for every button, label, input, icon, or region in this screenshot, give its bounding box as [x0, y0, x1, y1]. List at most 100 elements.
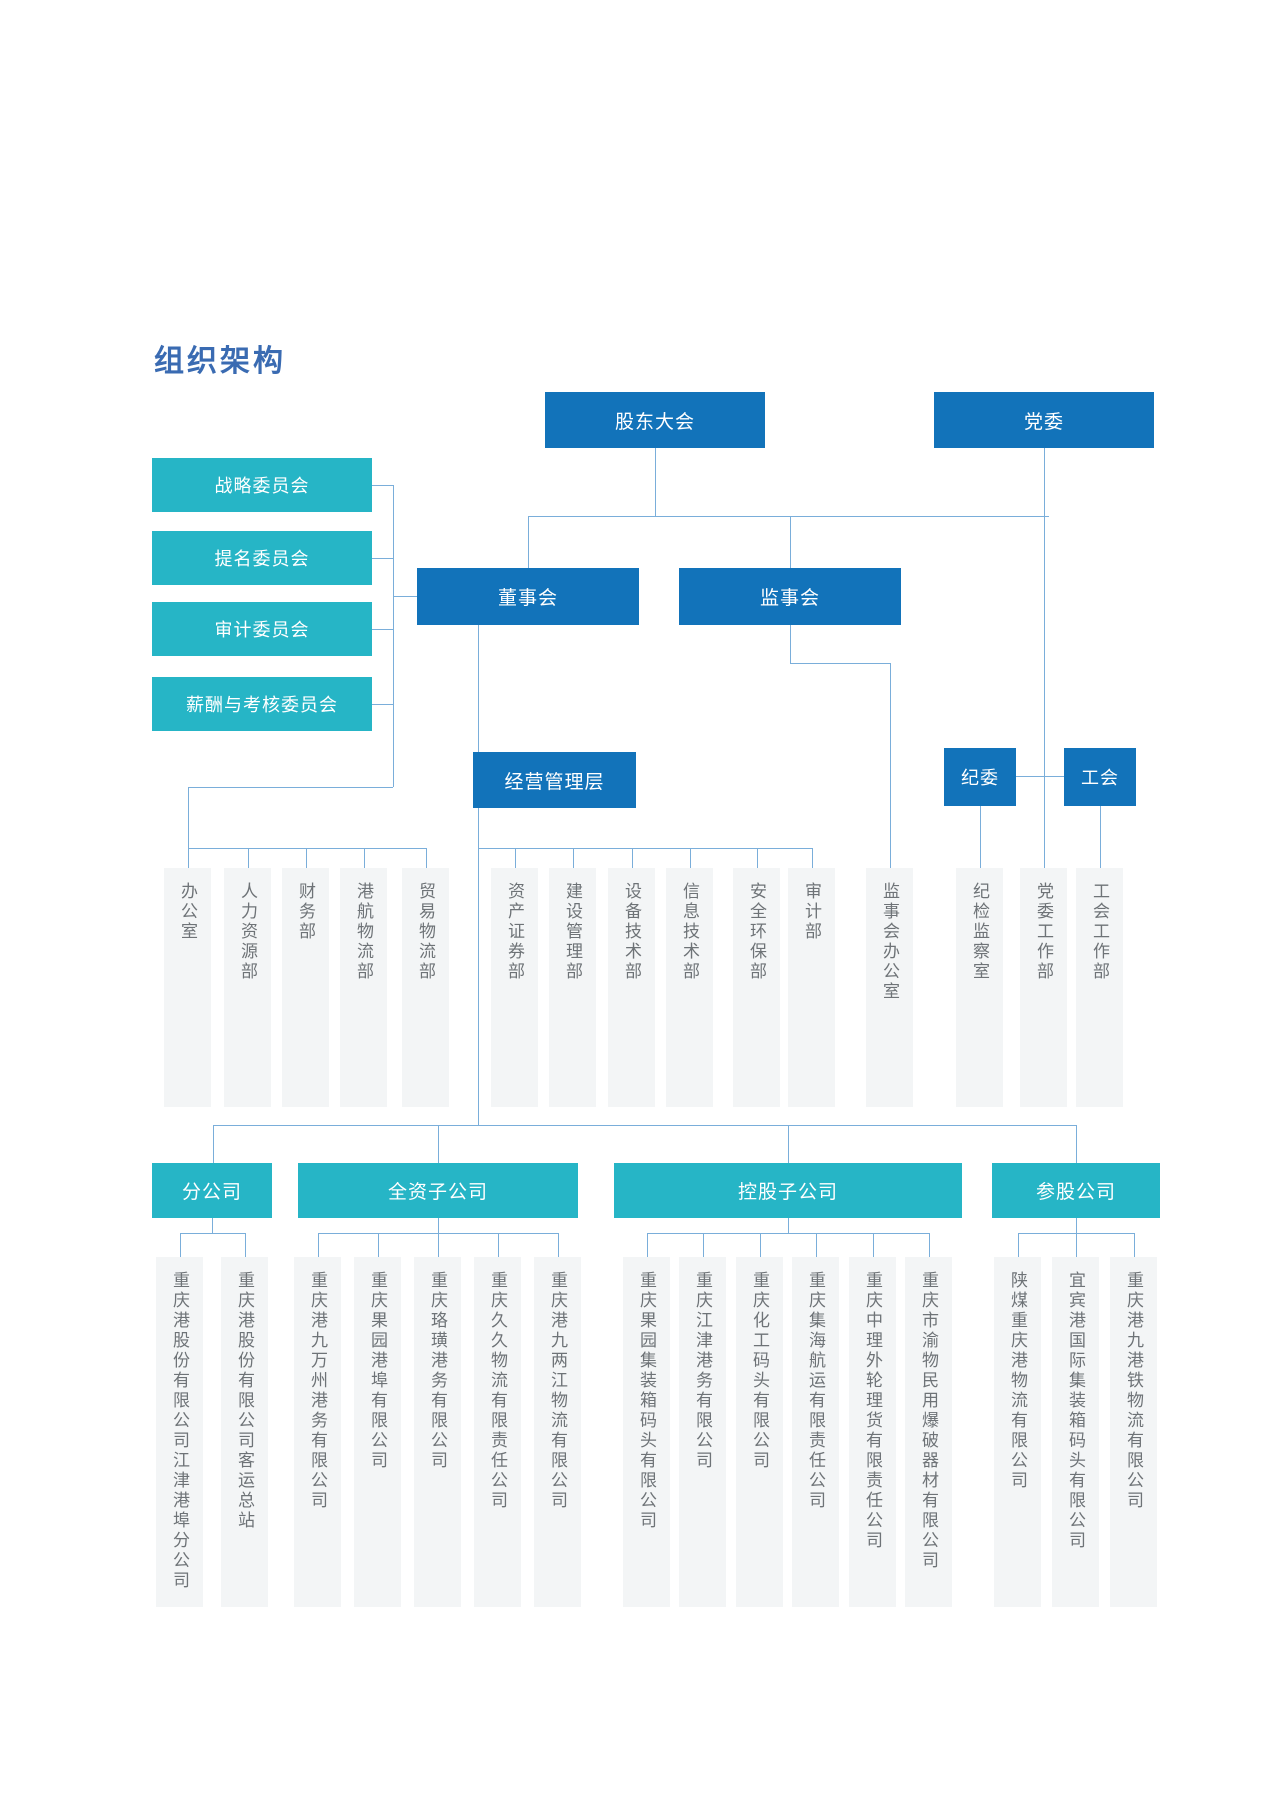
- connector-line: [180, 1233, 181, 1257]
- dept-label: 审计部: [802, 882, 821, 942]
- company-column: 重庆港股份有限公司客运总站: [221, 1257, 268, 1607]
- connector-line: [1076, 1218, 1077, 1233]
- node-label: 经营管理层: [504, 771, 605, 793]
- company-label: 重庆港股份有限公司客运总站: [235, 1271, 254, 1531]
- connector-line: [816, 1233, 817, 1257]
- connector-line: [558, 1233, 559, 1257]
- connector-line: [180, 1233, 245, 1234]
- group-label: 分公司: [181, 1182, 242, 1203]
- company-label: 重庆珞璜港务有限公司: [428, 1271, 447, 1471]
- company-column: 重庆果园集装箱码头有限公司: [623, 1257, 670, 1607]
- node-labor-union: 工会: [1064, 748, 1136, 806]
- dept-column-hr: 人力资源部: [224, 868, 271, 1107]
- connector-line: [213, 1125, 214, 1163]
- dept-label: 人力资源部: [238, 882, 257, 982]
- node-label: 董事会: [497, 588, 558, 609]
- company-label: 重庆果园港埠有限公司: [368, 1271, 387, 1471]
- dept-column-construction-mgmt: 建设管理部: [549, 868, 596, 1107]
- company-column: 重庆集海航运有限责任公司: [792, 1257, 839, 1607]
- connector-line: [790, 663, 890, 664]
- dept-label: 纪检监察室: [970, 882, 989, 982]
- connector-line: [498, 1233, 499, 1257]
- dept-label: 设备技术部: [622, 882, 641, 982]
- dept-column-finance: 财务部: [282, 868, 329, 1107]
- company-label: 重庆港九万州港务有限公司: [308, 1271, 327, 1511]
- group-holding-subsidiaries: 控股子公司: [614, 1163, 962, 1218]
- connector-line: [757, 848, 758, 868]
- connector-line: [364, 848, 365, 868]
- node-discipline-committee: 纪委: [944, 748, 1016, 806]
- dept-column-audit: 审计部: [788, 868, 835, 1107]
- committee-strategy: 战略委员会: [152, 458, 372, 512]
- company-column: 重庆江津港务有限公司: [679, 1257, 726, 1607]
- company-column: 陕煤重庆港物流有限公司: [994, 1257, 1041, 1607]
- connector-line: [1100, 806, 1101, 868]
- company-label: 重庆化工码头有限公司: [750, 1271, 769, 1471]
- dept-label: 资产证券部: [505, 882, 524, 982]
- dept-label: 工会工作部: [1090, 882, 1109, 982]
- company-label: 重庆港九港铁物流有限公司: [1124, 1271, 1143, 1511]
- dept-label: 办公室: [178, 882, 197, 942]
- connector-line: [372, 485, 393, 486]
- connector-line: [438, 1233, 439, 1257]
- group-label: 全资子公司: [387, 1182, 488, 1203]
- connector-line: [1076, 1125, 1077, 1163]
- company-column: 重庆港九两江物流有限公司: [534, 1257, 581, 1607]
- connector-line: [1016, 776, 1064, 777]
- company-column: 宜宾港国际集装箱码头有限公司: [1052, 1257, 1099, 1607]
- connector-line: [515, 848, 516, 868]
- group-equity-participation-companies: 参股公司: [992, 1163, 1160, 1218]
- connector-line: [790, 625, 791, 663]
- connector-line: [1044, 448, 1045, 868]
- connector-line: [378, 1233, 379, 1257]
- dept-column-supervisory-office: 监事会办公室: [866, 868, 913, 1107]
- connector-line: [188, 787, 393, 788]
- group-label: 控股子公司: [737, 1182, 838, 1203]
- committee-nomination: 提名委员会: [152, 531, 372, 585]
- dept-column-trade-logistics: 贸易物流部: [402, 868, 449, 1107]
- connector-line: [703, 1233, 704, 1257]
- connector-line: [1076, 1233, 1077, 1257]
- company-label: 重庆集海航运有限责任公司: [806, 1271, 825, 1511]
- connector-line: [245, 1233, 246, 1257]
- committee-label: 提名委员会: [214, 549, 310, 569]
- connector-line: [790, 516, 791, 568]
- node-shareholders-meeting: 股东大会: [545, 392, 765, 448]
- connector-line: [1018, 1233, 1019, 1257]
- group-wholly-owned-subsidiaries: 全资子公司: [298, 1163, 578, 1218]
- connector-line: [788, 1125, 789, 1163]
- connector-line: [248, 848, 249, 868]
- connector-line: [690, 848, 691, 868]
- connector-line: [760, 1233, 761, 1257]
- connector-line: [372, 704, 393, 705]
- dept-label: 安全环保部: [747, 882, 766, 982]
- node-label: 纪委: [961, 768, 999, 788]
- company-label: 重庆果园集装箱码头有限公司: [637, 1271, 656, 1531]
- connector-line: [188, 848, 426, 849]
- connector-line: [438, 1218, 439, 1233]
- connector-line: [1134, 1233, 1135, 1257]
- company-column: 重庆化工码头有限公司: [736, 1257, 783, 1607]
- connector-line: [788, 1218, 789, 1233]
- dept-column-info-tech: 信息技术部: [666, 868, 713, 1107]
- company-label: 宜宾港国际集装箱码头有限公司: [1066, 1271, 1085, 1551]
- connector-line: [306, 848, 307, 868]
- connector-line: [873, 1233, 874, 1257]
- node-label: 监事会: [759, 588, 820, 609]
- connector-line: [573, 848, 574, 868]
- connector-line: [372, 629, 393, 630]
- dept-label: 党委工作部: [1034, 882, 1053, 982]
- group-label: 参股公司: [1035, 1182, 1116, 1203]
- dept-column-equipment-tech: 设备技术部: [608, 868, 655, 1107]
- company-column: 重庆久久物流有限责任公司: [474, 1257, 521, 1607]
- connector-line: [929, 1233, 930, 1257]
- connector-line: [188, 787, 189, 848]
- committee-remuneration-appraisal: 薪酬与考核委员会: [152, 677, 372, 731]
- company-column: 重庆港九港铁物流有限公司: [1110, 1257, 1157, 1607]
- connector-line: [318, 1233, 319, 1257]
- connector-line: [647, 1233, 929, 1234]
- committee-label: 战略委员会: [214, 476, 310, 496]
- connector-line: [438, 1125, 439, 1163]
- company-label: 重庆中理外轮理货有限责任公司: [863, 1271, 882, 1551]
